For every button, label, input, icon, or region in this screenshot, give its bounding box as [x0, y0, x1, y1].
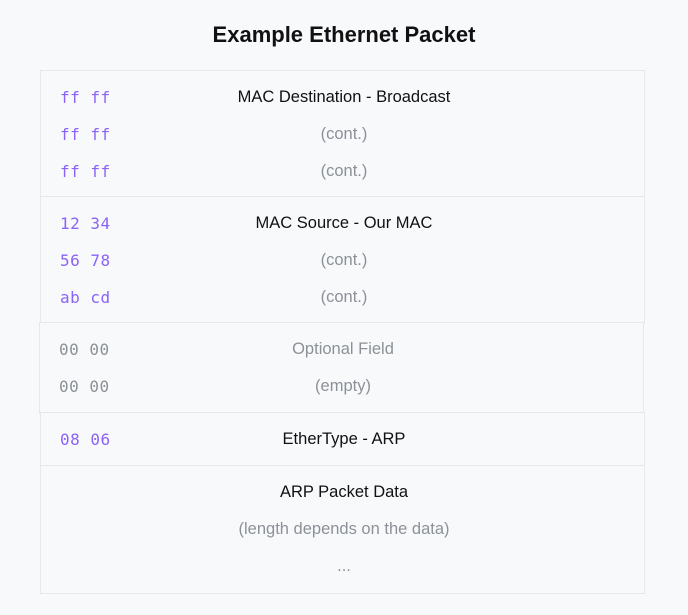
packet-row: ff ff (cont.)	[41, 116, 644, 153]
field-label: (cont.)	[320, 162, 368, 180]
hex-bytes: 08 06	[60, 430, 111, 449]
field-label: EtherType - ARP	[282, 430, 406, 448]
hex-bytes: 00 00	[59, 340, 110, 359]
mac-destination-group: ff ff MAC Destination - Broadcast ff ff …	[40, 70, 645, 198]
optional-field-group: 00 00 Optional Field 00 00 (empty)	[39, 322, 644, 414]
packet-row: (length depends on the data)	[41, 511, 644, 548]
packet-row: ARP Packet Data	[41, 474, 644, 511]
hex-bytes: 00 00	[59, 377, 110, 396]
hex-bytes: ff ff	[60, 125, 111, 144]
packet-row: 56 78 (cont.)	[41, 242, 644, 279]
field-label: MAC Source - Our MAC	[255, 214, 433, 232]
field-label: (empty)	[315, 377, 371, 395]
packet-row: 08 06 EtherType - ARP	[41, 421, 644, 458]
field-label: (cont.)	[320, 125, 368, 143]
field-label: ARP Packet Data	[279, 483, 409, 501]
ethertype-group: 08 06 EtherType - ARP	[40, 412, 645, 467]
field-label: (length depends on the data)	[238, 520, 450, 538]
arp-data-group: ARP Packet Data (length depends on the d…	[40, 465, 645, 594]
packet-row: 00 00 Optional Field	[40, 331, 643, 368]
field-label: (cont.)	[320, 288, 368, 306]
packet-row: 12 34 MAC Source - Our MAC	[41, 205, 644, 242]
packet-row: ff ff (cont.)	[41, 153, 644, 190]
packet-row: ab cd (cont.)	[41, 279, 644, 316]
ellipsis: ...	[337, 557, 351, 575]
diagram-title: Example Ethernet Packet	[212, 22, 476, 47]
mac-source-group: 12 34 MAC Source - Our MAC 56 78 (cont.)…	[40, 196, 645, 324]
hex-bytes: ab cd	[60, 288, 111, 307]
field-label: (cont.)	[320, 251, 368, 269]
packet-row: ff ff MAC Destination - Broadcast	[41, 79, 644, 116]
hex-bytes: 12 34	[60, 214, 111, 233]
field-label: MAC Destination - Broadcast	[237, 88, 451, 106]
field-label: Optional Field	[292, 340, 394, 358]
packet-row: ...	[41, 548, 644, 585]
packet-row: 00 00 (empty)	[40, 368, 643, 405]
hex-bytes: ff ff	[60, 162, 111, 181]
hex-bytes: ff ff	[60, 88, 111, 107]
hex-bytes: 56 78	[60, 251, 111, 270]
